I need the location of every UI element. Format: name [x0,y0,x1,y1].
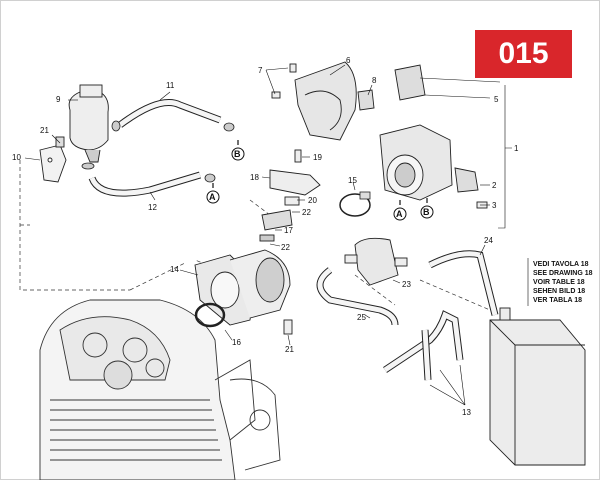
callout-24: 24 [484,236,493,245]
purge-hoses [316,250,499,381]
fuel-rail-and-injector [259,149,321,242]
callout-10: 10 [12,153,21,162]
callout-7: 7 [258,66,263,75]
page-number-badge: 015 [475,30,572,78]
marker-b-right-label: B [423,207,430,217]
marker-a-left [206,190,220,204]
marker-a-left-label: A [209,192,216,202]
valve-assembly [39,84,109,183]
callout-19: 19 [313,153,322,162]
callout-22-bottom: 22 [281,243,290,252]
throttle-cover-and-sensors [271,61,426,141]
throttle-body [379,124,488,209]
callout-13: 13 [462,408,471,417]
callout-11: 11 [166,81,175,90]
callout-16: 16 [232,338,241,347]
marker-b-left [231,147,245,161]
callout-22-top: 22 [302,208,311,217]
note-line-5: VER TABLA 18 [533,297,582,304]
charcoal-canister [489,307,586,466]
callout-20: 20 [308,196,317,205]
callout-21-bottom: 21 [285,345,294,354]
reference-note: VEDI TAVOLA 18 SEE DRAWING 18 VOIR TABLE… [527,258,593,306]
callout-15: 15 [348,176,357,185]
callout-2: 2 [492,181,497,190]
callout-8: 8 [372,76,377,85]
leader-lines [24,64,512,406]
connection-markers [206,140,434,221]
callout-18: 18 [250,173,259,182]
callout-21-top: 21 [40,126,49,135]
callout-17: 17 [284,226,293,235]
intake-manifold [194,249,293,335]
callout-23: 23 [402,280,411,289]
note-line-2: SEE DRAWING 18 [533,270,593,277]
hoses [81,99,235,197]
callout-1: 1 [514,144,519,153]
callout-14: 14 [170,265,179,274]
engine-cylinder-head [39,299,281,480]
callout-6: 6 [346,56,351,65]
canister-purge-system [344,237,408,286]
callout-9: 9 [56,95,61,104]
marker-b-right [420,205,434,219]
callout-3: 3 [492,201,497,210]
callout-12: 12 [148,203,157,212]
note-line-3: VOIR TABLE 18 [533,279,585,286]
note-line-1: VEDI TAVOLA 18 [533,261,589,268]
marker-a-right [393,207,407,221]
callout-5: 5 [494,95,499,104]
hose-clamp [339,191,371,217]
marker-a-right-label: A [396,209,403,219]
note-line-4: SEHEN BILD 18 [533,288,585,295]
callout-25: 25 [357,313,366,322]
marker-b-left-label: B [234,149,241,159]
reference-lines [19,160,491,311]
